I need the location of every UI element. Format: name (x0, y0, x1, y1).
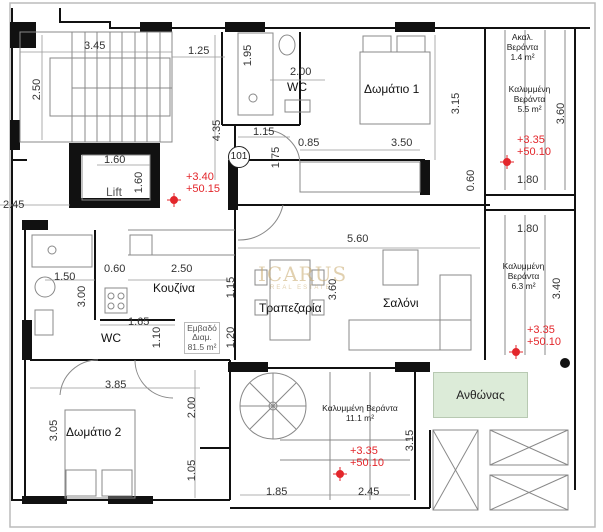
dim-wc-top-width: 2.00 (290, 66, 312, 78)
dim-dining-depth: 1.20 (225, 326, 238, 349)
veranda-type: Καλυμμένη (508, 84, 551, 94)
level-absolute: +50.10 (350, 456, 384, 469)
level-relative: +3.40 (186, 171, 214, 183)
veranda-area: 5.5 m² (517, 103, 542, 114)
net-area-box: Εμβαδό Διαμ. 81.5 m² (184, 322, 220, 355)
dim-closet: 0.85 (298, 137, 320, 149)
dim-entry-width: 1.15 (253, 126, 275, 138)
room-label-bedroom1: Δωμάτιο 1 (364, 82, 420, 96)
veranda-covered-top-right-label: Καλυμμένη Βεράντα 5.5 m² (502, 84, 557, 114)
room-label-bedroom2: Δωμάτιο 2 (66, 425, 122, 439)
dim-stair-depth: 2.50 (31, 78, 44, 101)
dim-kitchen-width: 2.50 (171, 263, 193, 275)
veranda-covered-mid-right-label: Καλυμμένη Βεράντα 6.3 m² (496, 261, 551, 291)
veranda-word: Βεράντα (507, 270, 540, 281)
area-sublabel: Διαμ. (192, 332, 212, 343)
dim-lift-depth: 1.60 (133, 171, 146, 194)
room-label-dining: Τραπεζαρία (259, 301, 322, 315)
level-absolute: +50.10 (517, 145, 551, 158)
veranda-type: Ακαλ. (511, 32, 534, 42)
dim-veranda-mid-width: 1.80 (517, 223, 539, 235)
level-marker-lobby: +3.40 +50.15 (186, 171, 220, 195)
dim-bedroom1-depth: 3.15 (450, 92, 463, 115)
dim-living-depth: 3.60 (327, 278, 340, 301)
watermark-subtitle: REAL ESTATE (270, 285, 332, 291)
room-label-lift: Lift (106, 185, 123, 199)
level-absolute: +50.10 (527, 335, 561, 348)
dim-wc-bottom-width: 1.50 (54, 271, 76, 283)
dim-lift-width: 1.60 (104, 154, 126, 166)
veranda-covered-bottom-label: Καλυμμένη Βεράντα 11.1 m² (318, 403, 402, 424)
area-label: Εμβαδό (187, 323, 217, 333)
level-marker-veranda-mid-right: +3.35 +50.10 (527, 324, 561, 348)
dim-bedroom2-lower: 1.05 (186, 459, 199, 482)
dim-veranda-bottom-depth: 3.15 (404, 429, 417, 452)
room-label-wc-top: WC (287, 80, 307, 94)
dim-wc2-depth: 1.10 (151, 326, 164, 349)
dim-veranda-bottom-w2: 2.45 (358, 486, 380, 498)
veranda-word: Βεράντα (506, 41, 539, 52)
level-marker-veranda-top-right: +3.35 +50.10 (517, 134, 551, 158)
dim-bedroom1-wardrobe: 0.60 (465, 169, 478, 192)
dim-corridor-height: 4.35 (211, 119, 224, 142)
dim-wc-bottom-depth: 3.00 (76, 285, 89, 308)
dim-entry-depth: 1.75 (270, 146, 283, 169)
area-value: 81.5 m² (187, 341, 217, 352)
watermark-brand: ICARUS (258, 262, 348, 286)
level-absolute: +50.15 (186, 182, 220, 195)
dim-stair-width: 3.45 (84, 40, 106, 52)
dim-shower-top: 1.95 (242, 44, 255, 67)
veranda-area: 1.4 m² (510, 51, 535, 62)
dim-bedroom2-width: 3.85 (105, 379, 127, 391)
unit-number-badge: 101 (228, 146, 250, 168)
veranda-uncovered-top-label: Ακαλ. Βεράντα 1.4 m² (500, 32, 545, 62)
dim-veranda-bottom-w1: 1.85 (266, 486, 288, 498)
dim-left-shaft: 2.45 (3, 199, 25, 211)
dim-bedroom2-wardrobe: 2.00 (186, 396, 199, 419)
veranda-word: Βεράντα (513, 93, 546, 104)
veranda-type: Καλυμμένη Βεράντα (322, 403, 398, 413)
dim-bedroom2-depth: 3.05 (48, 419, 61, 442)
dim-kitchen-depth: 1.15 (225, 276, 238, 299)
dim-veranda-mid-depth: 3.40 (551, 277, 564, 300)
dim-living-width: 5.60 (347, 233, 369, 245)
dim-wc2-width: 1.65 (128, 316, 150, 328)
room-label-garden: Ανθώνας (456, 388, 505, 402)
veranda-area: 6.3 m² (511, 280, 536, 291)
level-relative: +3.35 (517, 134, 545, 146)
level-relative: +3.35 (350, 445, 378, 457)
level-relative: +3.35 (527, 324, 555, 336)
room-label-living: Σαλόνι (383, 296, 419, 310)
unit-number: 101 (230, 151, 248, 162)
dim-stair-landing: 1.25 (188, 45, 210, 57)
dim-bedroom1-width: 3.50 (391, 137, 413, 149)
dim-veranda-top-width: 1.80 (517, 174, 539, 186)
level-marker-veranda-bottom: +3.35 +50.10 (350, 445, 384, 469)
dim-kitchen-counter: 0.60 (104, 263, 126, 275)
garden-planter: Ανθώνας (433, 372, 528, 418)
veranda-area: 11.1 m² (345, 412, 375, 423)
room-label-wc-bottom: WC (101, 331, 121, 345)
dim-veranda-top-depth: 3.60 (555, 102, 568, 125)
veranda-type: Καλυμμένη (502, 261, 545, 271)
room-label-kitchen: Κουζίνα (153, 281, 195, 295)
